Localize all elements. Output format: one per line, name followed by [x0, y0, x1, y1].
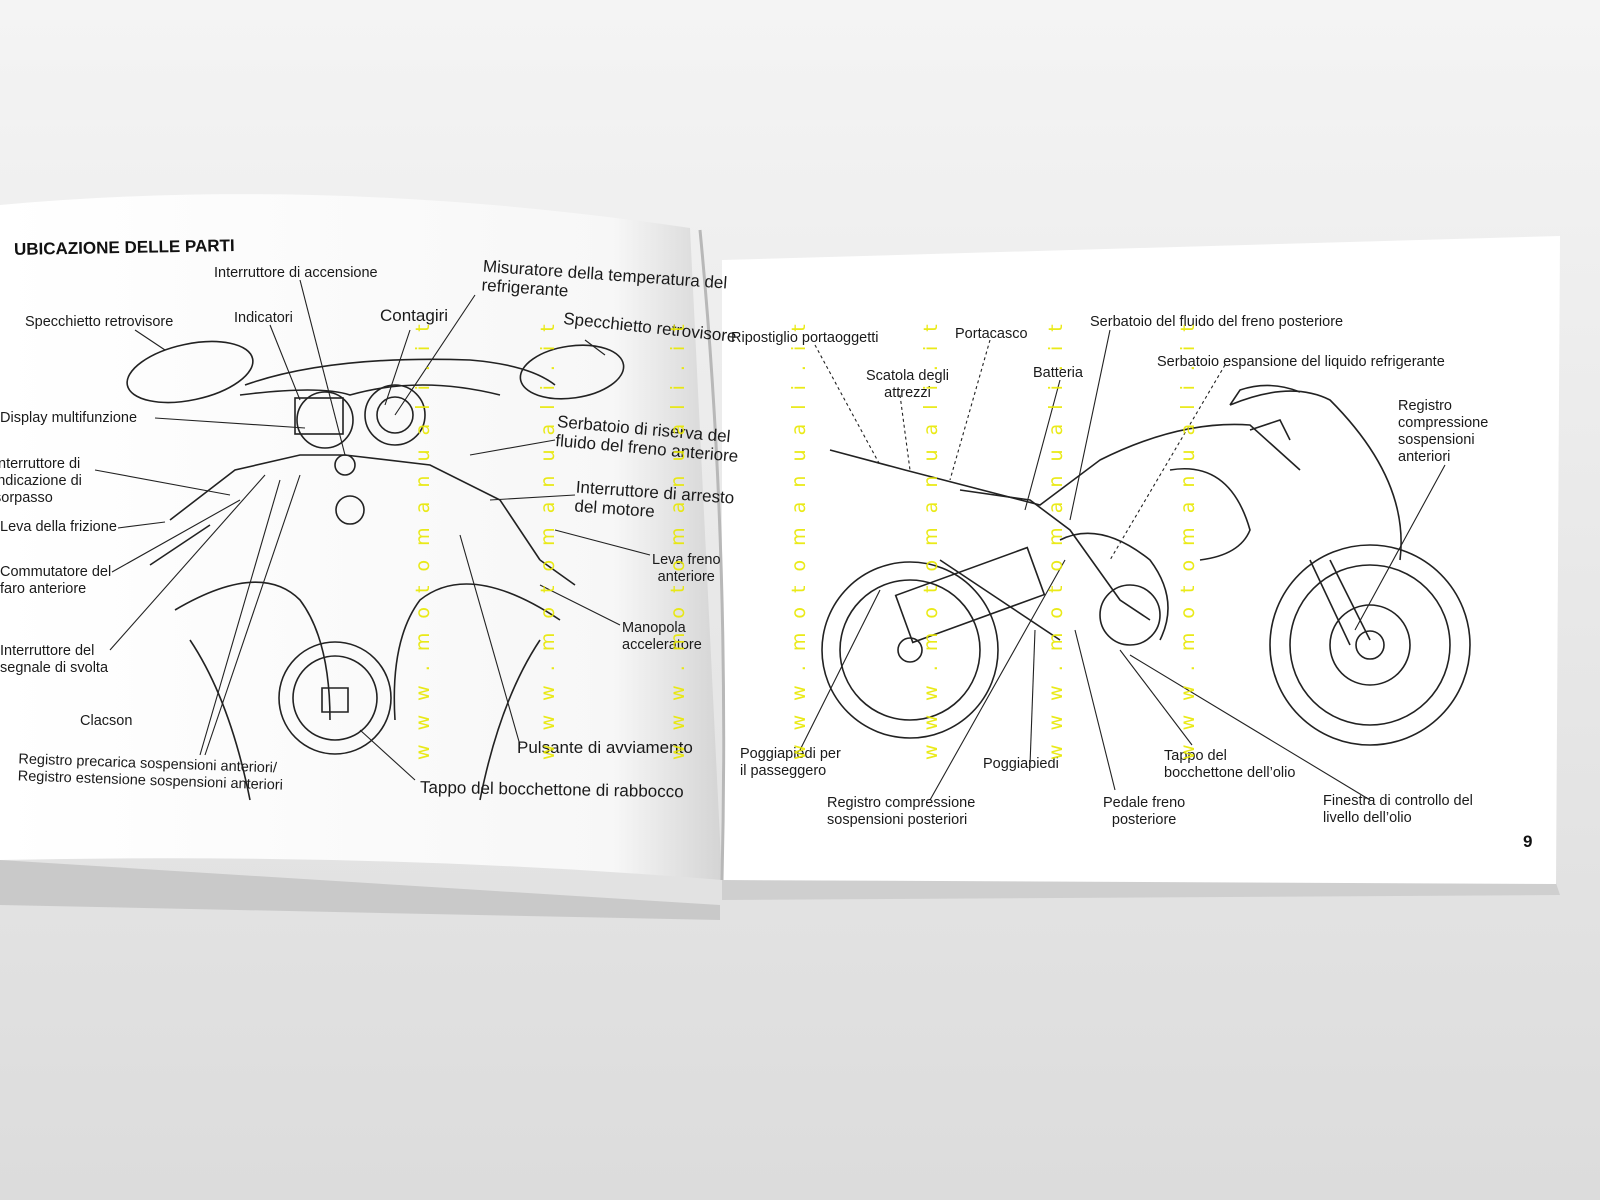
- mirror-left-label: Specchietto retrovisore: [25, 314, 174, 330]
- tool-box-label-line1: Scatola degli: [866, 368, 950, 384]
- left-page: [0, 194, 722, 881]
- turn-signal-label: Interruttore del segnale di svolta: [0, 643, 108, 677]
- throttle-label-line1: Manopola: [622, 620, 686, 636]
- passing-switch-label-line1: Interruttore di: [0, 456, 81, 472]
- tachometer-label: Contagiri: [380, 306, 449, 325]
- passenger-footpeg-label-line1: Poggiapiedi per: [740, 746, 841, 762]
- ignition-switch-label: Interruttore di accensione: [214, 265, 378, 281]
- rear-brake-pedal-label-line2: posteriore: [1111, 812, 1177, 828]
- rear-brake-reservoir-label: Serbatoio del fluido del freno posterior…: [1090, 314, 1344, 330]
- page-title: UBICAZIONE DELLE PARTI: [13, 236, 235, 259]
- oil-cap-label: Tappo del bocchettone dell’olio: [1164, 748, 1295, 782]
- battery-label: Batteria: [1033, 365, 1083, 381]
- front-compression-label: Registro compressione sospensioni anteri…: [1398, 398, 1488, 466]
- rear-compression-label-line2: sospensioni posteriori: [827, 812, 968, 828]
- front-compression-label-line3: sospensioni: [1398, 432, 1475, 448]
- motorcycle-drawing: [821, 384, 1471, 746]
- front-compression-label-line2: compressione: [1398, 415, 1489, 431]
- rear-compression-label: Registro compressione sospensioni poster…: [827, 795, 975, 829]
- oil-cap-label-line1: Tappo del: [1164, 748, 1227, 764]
- horn-label: Clacson: [80, 713, 133, 729]
- rear-brake-pedal-label: Pedale freno posteriore: [1103, 795, 1185, 829]
- helmet-holder-label: Portacasco: [955, 326, 1028, 342]
- right-leader-lines: [799, 329, 1446, 801]
- passenger-footpeg-label: Poggiapiedi per il passeggero: [740, 746, 841, 780]
- multi-display-label: Display multifunzione: [0, 410, 138, 426]
- front-compression-label-line1: Registro: [1398, 398, 1452, 414]
- front-brake-lever-label-line2: anteriore: [657, 569, 715, 585]
- watermark-text: w w w . m o t o m a n u a l i . i t: [412, 320, 434, 760]
- footpeg-label: Poggiapiedi: [983, 756, 1059, 772]
- front-compression-label-line4: anteriori: [1398, 449, 1451, 465]
- watermark-text: w w w . m o t o m a n u a l i . i t: [537, 320, 559, 760]
- turn-signal-label-line1: Interruttore del: [0, 643, 95, 659]
- oil-cap-label-line2: bocchettone dell’olio: [1164, 765, 1296, 781]
- watermark-text: w w w . m o t o m a n u a l i . i t: [1177, 320, 1199, 760]
- oil-level-window-label-line1: Finestra di controllo del: [1323, 793, 1473, 809]
- tool-box-label: Scatola degli attrezzi: [866, 368, 949, 402]
- headlight-switch-label-line2: faro anteriore: [0, 581, 87, 597]
- turn-signal-label-line2: segnale di svolta: [0, 660, 109, 676]
- tool-box-label-line2: attrezzi: [884, 385, 931, 401]
- watermark-text: w w w . m o t o m a n u a l i . i t: [667, 320, 689, 760]
- storage-label: Ripostiglio portaoggetti: [731, 330, 879, 346]
- start-button-label: Pulsante di avviamento: [517, 738, 693, 757]
- front-brake-lever-label-line1: Leva freno: [652, 552, 721, 568]
- passenger-footpeg-label-line2: il passeggero: [740, 763, 827, 779]
- passing-switch-label: Interruttore di indicazione di sorpasso: [0, 456, 82, 507]
- headlight-switch-label: Commutatore del faro anteriore: [0, 564, 111, 598]
- watermark-text: w w w . m o t o m a n u a l i . i t: [788, 320, 810, 760]
- throttle-label: Manopola acceleratore: [622, 620, 702, 654]
- passing-switch-label-line3: sorpasso: [0, 490, 53, 506]
- handlebar-drawing: [126, 340, 625, 801]
- left-leader-lines: [94, 279, 651, 781]
- page-number: 9: [1523, 832, 1533, 851]
- oil-level-window-label-line2: livello dell’olio: [1323, 810, 1412, 826]
- headlight-switch-label-line1: Commutatore del: [0, 564, 112, 580]
- oil-level-window-label: Finestra di controllo del livello dell’o…: [1323, 793, 1473, 827]
- rear-compression-label-line1: Registro compressione: [827, 795, 976, 811]
- indicators-label: Indicatori: [234, 310, 293, 326]
- watermark-text: w w w . m o t o m a n u a l i . i t: [1045, 320, 1067, 760]
- throttle-label-line2: acceleratore: [622, 637, 702, 653]
- coolant-reservoir-label: Serbatoio espansione del liquido refrige…: [1157, 354, 1445, 370]
- front-brake-lever-label: Leva freno anteriore: [652, 552, 721, 586]
- clutch-lever-label: Leva della frizione: [0, 519, 117, 535]
- rear-brake-pedal-label-line1: Pedale freno: [1103, 795, 1186, 811]
- watermark-text: w w w . m o t o m a n u a l i . i t: [920, 320, 942, 760]
- passing-switch-label-line2: indicazione di: [0, 473, 82, 489]
- booklet-shadow: [0, 860, 720, 920]
